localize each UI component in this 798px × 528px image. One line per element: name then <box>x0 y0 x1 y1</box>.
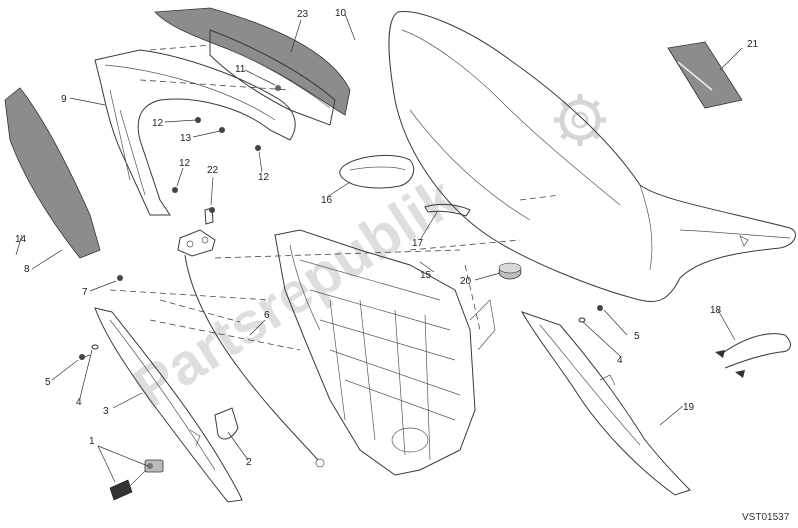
callout-23: 23 <box>297 9 309 20</box>
callout-8: 8 <box>24 264 30 275</box>
callout-13: 13 <box>180 133 192 144</box>
left-side-panel <box>4 87 101 259</box>
callout-9: 9 <box>61 94 67 105</box>
loop-cable <box>715 333 791 378</box>
callout-12-c: 12 <box>258 172 270 183</box>
right-lower-cover <box>520 311 691 496</box>
screw-icon <box>209 207 215 213</box>
callout-4-left: 4 <box>76 397 82 408</box>
callout-16: 16 <box>321 195 333 206</box>
callout-20: 20 <box>460 276 472 287</box>
callout-10: 10 <box>335 8 347 19</box>
rider-seat <box>388 11 796 302</box>
callout-12-b: 12 <box>179 158 191 169</box>
screw-icon <box>117 275 123 281</box>
drawing-code: VST01537 <box>742 512 790 523</box>
callout-4-right: 4 <box>617 355 623 366</box>
rubber-bumper <box>498 262 522 280</box>
callout-1: 1 <box>89 436 95 447</box>
seat-release-cable <box>184 254 325 468</box>
callout-19: 19 <box>683 402 695 413</box>
callout-5-right: 5 <box>634 331 640 342</box>
tail-cover <box>154 7 351 126</box>
owners-booklet <box>667 41 743 109</box>
screw-icon <box>172 187 178 193</box>
screw-icon <box>597 305 603 311</box>
callout-6: 6 <box>264 310 270 321</box>
callout-7: 7 <box>82 287 88 298</box>
callout-15: 15 <box>420 270 432 281</box>
left-lower-cover <box>94 307 243 503</box>
callout-14: 14 <box>15 234 27 245</box>
washer-icon <box>578 317 586 323</box>
screw-icon <box>255 145 261 151</box>
cable-clip <box>214 407 239 440</box>
callout-22: 22 <box>207 165 219 176</box>
passenger-grab-frame <box>94 49 296 216</box>
rear-undertray <box>274 229 496 476</box>
watermark-text: Partsrepublik <box>122 164 469 421</box>
washer-icon <box>91 344 99 350</box>
fasteners <box>79 85 603 360</box>
screw-icon <box>219 127 225 133</box>
screw-icon <box>195 117 201 123</box>
callout-labels: 1 2 3 4 4 5 5 6 7 8 9 10 11 12 12 12 13 … <box>15 8 759 468</box>
lock-and-key <box>109 459 164 501</box>
assembly-dash-lines <box>109 44 561 351</box>
seat-hook <box>424 203 471 217</box>
callout-21: 21 <box>747 39 759 50</box>
callout-11: 11 <box>235 64 246 75</box>
leader-lines <box>15 13 743 483</box>
sensor-bracket <box>177 207 216 257</box>
screw-icon <box>79 354 91 360</box>
nut-icon <box>275 85 281 91</box>
watermark: Partsrepublik <box>122 94 606 421</box>
callout-12-a: 12 <box>152 118 164 129</box>
callout-5-left: 5 <box>45 377 51 388</box>
gear-logo-icon <box>554 94 606 146</box>
callout-17: 17 <box>412 238 424 249</box>
callout-18: 18 <box>710 305 722 316</box>
seat-pad <box>339 155 415 189</box>
callout-2: 2 <box>246 457 252 468</box>
callout-3: 3 <box>103 406 109 417</box>
